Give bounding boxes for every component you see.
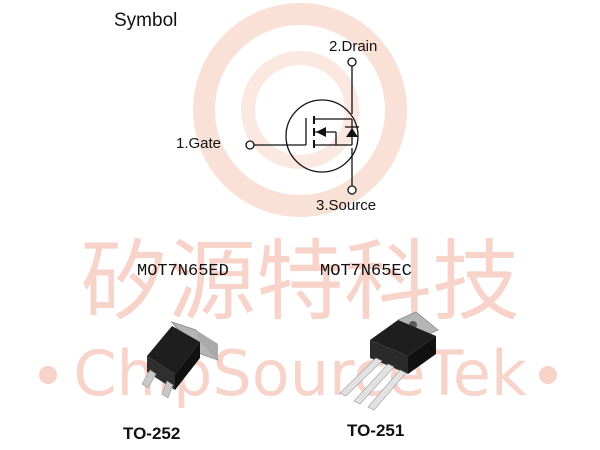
package-label-right: TO-251 xyxy=(347,421,405,440)
watermark-logo-ring xyxy=(193,3,407,217)
to252-body-top xyxy=(147,326,200,374)
to251-body-front xyxy=(370,340,408,374)
symbol-title: Symbol xyxy=(114,10,178,31)
part-number-right: MOT7N65EC xyxy=(320,262,412,281)
to251-lead-2 xyxy=(353,363,395,405)
body-diode xyxy=(346,128,358,137)
gate-label: 1.Gate xyxy=(176,135,222,152)
part-number-left: MOT7N65ED xyxy=(137,262,229,281)
to252-body-side xyxy=(175,342,200,390)
mosfet-enclosure xyxy=(285,99,359,173)
to252-lead-1 xyxy=(141,369,157,389)
watermark-dot-right xyxy=(539,366,557,384)
to251-lead-1 xyxy=(339,357,383,397)
body-arrow xyxy=(316,127,326,137)
to252-tab-face xyxy=(196,330,218,360)
package-label-left: TO-252 xyxy=(123,424,181,443)
watermark-dot-left xyxy=(39,366,57,384)
drain-label: 2.Drain xyxy=(329,38,378,55)
to251-body-side xyxy=(408,336,436,374)
to252-lead-3 xyxy=(161,380,174,399)
to251-body-top xyxy=(370,320,436,356)
source-label: 3.Source xyxy=(316,197,377,214)
to251-lead-3 xyxy=(367,369,407,411)
watermark-cn-text: 矽源特科技 xyxy=(80,230,520,333)
